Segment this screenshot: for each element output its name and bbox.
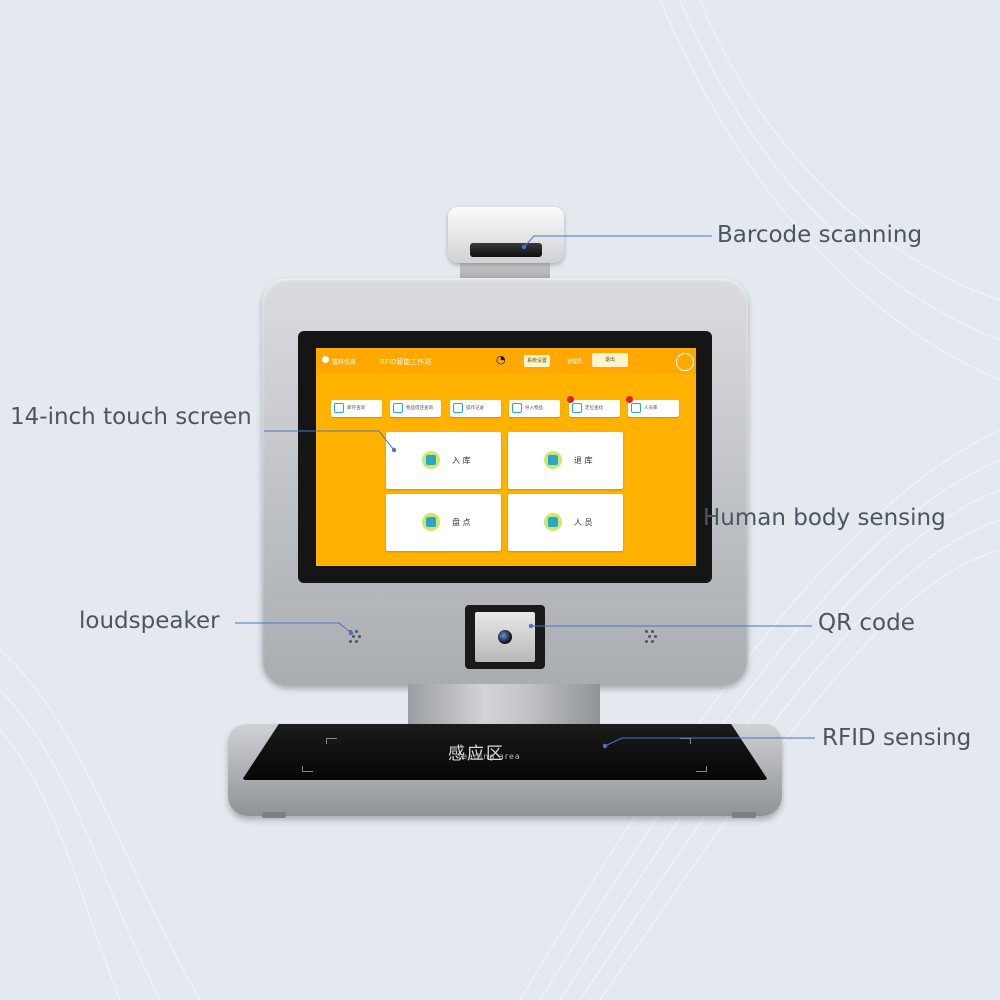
reading-area-label: 感应区 — [448, 744, 505, 764]
toolbar-button-import[interactable]: 导入物品 — [509, 400, 560, 417]
search-icon — [393, 403, 403, 413]
rfid-base — [228, 724, 782, 816]
person-icon — [544, 513, 562, 531]
brand-name: 富料信息 — [332, 359, 357, 366]
tile-personnel[interactable]: 人 员 — [508, 494, 623, 551]
rfid-reading-surface — [242, 724, 768, 780]
touch-screen[interactable]: 富料信息 RFID智能工作站 ◔ 系统设置 管理员 退出 库存查询 物品借还查询… — [316, 348, 696, 566]
corner-mark — [302, 766, 313, 772]
left-speaker-icon — [349, 630, 363, 644]
system-settings-button[interactable]: 系统设置 — [524, 355, 551, 367]
toolbar-button-personnel[interactable]: 人员库 — [626, 396, 679, 417]
callout-rfid-sensing: RFID sensing — [822, 725, 972, 751]
toolbar-button-locate[interactable]: 定位查找 — [567, 396, 620, 417]
logout-button[interactable]: 退出 — [592, 353, 628, 367]
toolbar-button-records[interactable]: 操作记录 — [450, 400, 501, 417]
edit-icon — [453, 403, 463, 413]
notification-dot — [626, 396, 633, 403]
personnel-icon — [631, 403, 641, 413]
callout-loudspeaker: loudspeaker — [79, 608, 220, 634]
corner-mark — [326, 738, 337, 744]
base-foot — [262, 812, 286, 818]
inventory-check-icon — [422, 513, 440, 531]
toolbar-button-borrow[interactable]: 物品借还查询 — [390, 400, 441, 417]
callout-human-body-sensing: Human body sensing — [703, 505, 946, 531]
callout-barcode-scanning: Barcode scanning — [717, 222, 923, 248]
app-title: RFID智能工作站 — [380, 358, 432, 366]
toolbar-button-inventory[interactable]: 库存查询 — [331, 400, 382, 417]
import-icon — [512, 403, 522, 413]
barcode-scanner — [448, 207, 564, 263]
notification-dot — [567, 396, 574, 403]
screen-top-bar — [316, 348, 696, 374]
right-speaker-icon — [645, 630, 659, 644]
stock-in-icon — [422, 451, 440, 469]
user-label: 管理员 — [567, 359, 583, 365]
search-icon — [334, 403, 344, 413]
scanner-window — [470, 243, 542, 257]
tile-inventory-check[interactable]: 盘 点 — [386, 494, 501, 551]
locate-icon — [572, 403, 582, 413]
base-foot — [732, 812, 756, 818]
brand-logo-icon — [322, 356, 329, 363]
camera-lens-icon — [498, 630, 512, 644]
callout-qr-code: QR code — [818, 610, 915, 636]
tile-stock-return[interactable]: 退 库 — [508, 432, 623, 489]
qr-code-reader — [465, 605, 545, 669]
qr-reader-window — [475, 612, 535, 662]
callout-touch-screen: 14-inch touch screen — [10, 404, 252, 430]
status-badge-icon — [676, 353, 694, 371]
wifi-icon: ◔ — [496, 353, 506, 366]
corner-mark — [680, 738, 691, 744]
tile-stock-in[interactable]: 入 库 — [386, 432, 501, 489]
reading-area-subtitle: reading area — [458, 752, 521, 761]
corner-mark — [696, 766, 707, 772]
stock-return-icon — [544, 451, 562, 469]
